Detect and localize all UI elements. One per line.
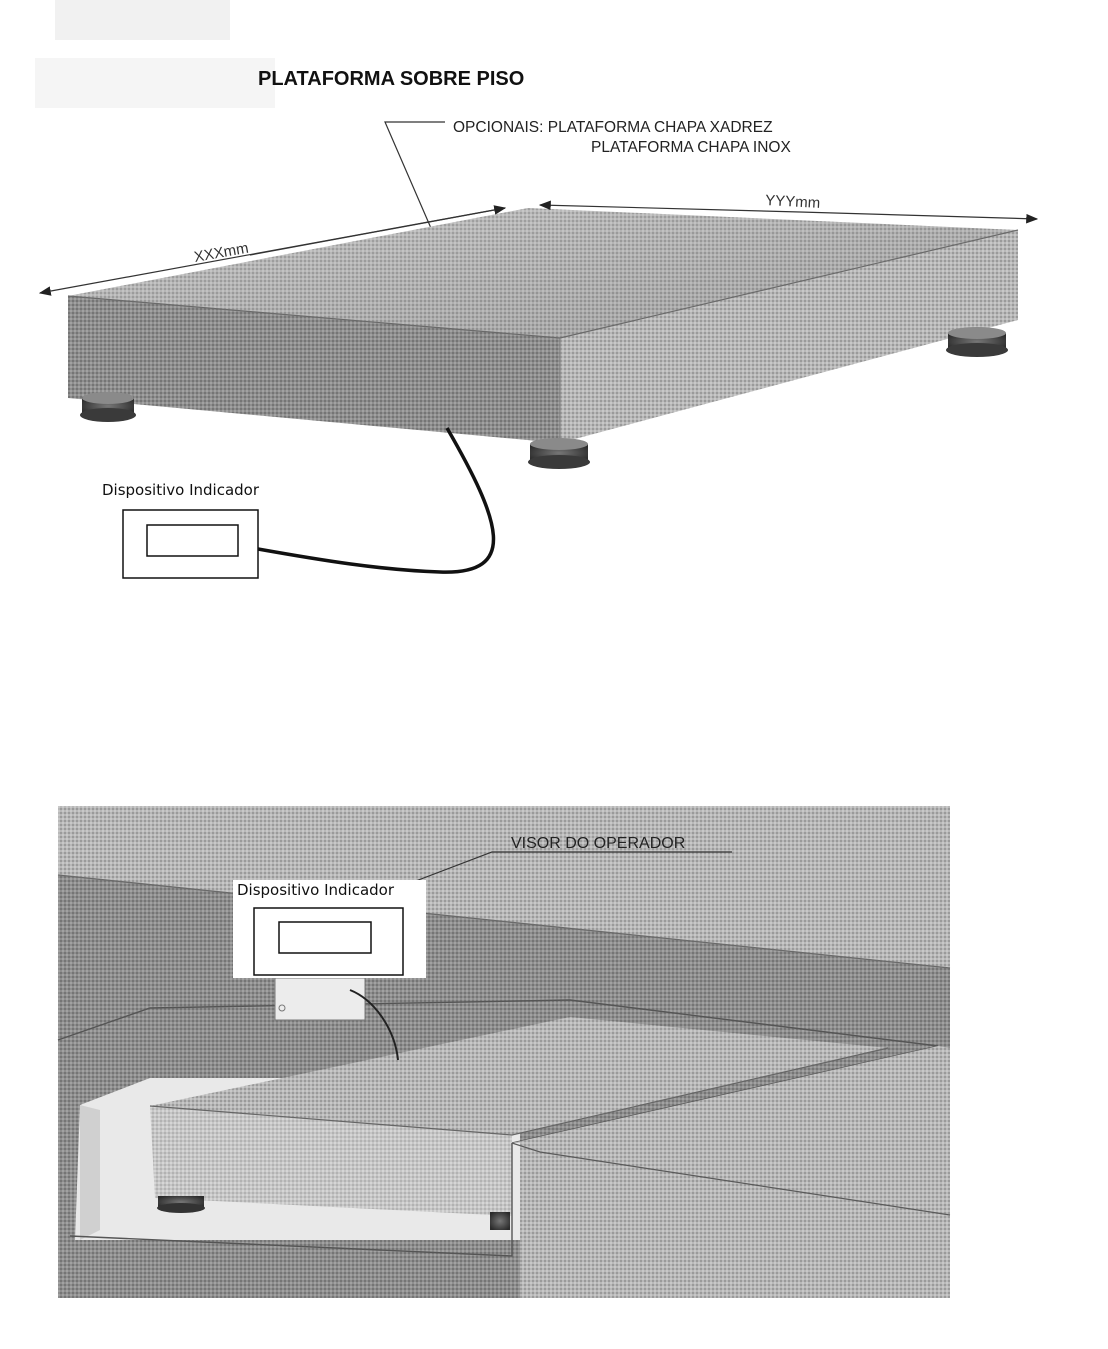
pit-indicator-display xyxy=(278,921,372,954)
indicator-cable xyxy=(257,427,496,574)
indicator-display xyxy=(146,524,239,557)
dimension-y-arrow-start xyxy=(538,200,801,213)
scan-smudge xyxy=(55,0,230,40)
dimension-y-label: YYYmm xyxy=(765,192,821,212)
platform-side-face xyxy=(560,230,1018,443)
indicator-mount-bracket xyxy=(274,977,366,1021)
pit-indicator-device xyxy=(253,907,404,976)
platform-foot-back-right xyxy=(946,327,1008,357)
wall-floor-edge xyxy=(57,874,951,969)
scan-smudge-2 xyxy=(35,58,275,108)
pit-inner-side xyxy=(80,1105,100,1240)
pit-indicator-label: Dispositivo Indicador xyxy=(237,881,395,899)
dimension-x-label: XXXmm xyxy=(193,240,250,266)
indicator-device xyxy=(122,509,259,579)
floor-slab-edge xyxy=(511,1142,951,1216)
platform-foot-front-left xyxy=(80,392,136,422)
platform-top-shade xyxy=(68,208,1018,338)
pit-platform-diagram: VISOR DO OPERADOR Dispositivo Indicador xyxy=(57,806,951,1298)
visor-leader-line xyxy=(399,851,732,888)
visor-label: VISOR DO OPERADOR xyxy=(511,835,685,852)
pit-wall-step xyxy=(69,1143,513,1257)
back-wall xyxy=(58,806,950,968)
pit-foot-left xyxy=(157,1196,205,1213)
dimension-x-arrow-start xyxy=(249,205,507,256)
pit-foot-right xyxy=(490,1212,510,1230)
platform-front-face xyxy=(68,296,560,443)
dimension-y-arrow xyxy=(799,211,1039,224)
platform-foot-front-right xyxy=(528,438,590,469)
floor-platform-diagram: PLATAFORMA SOBRE PISO OPCIONAIS: PLATAFO… xyxy=(35,0,1039,579)
options-label-line1: OPCIONAIS: PLATAFORMA CHAPA XADREZ xyxy=(453,119,773,136)
pit-platform-edges xyxy=(149,1047,889,1136)
pit-indicator-cable xyxy=(349,989,399,1061)
pit-platform-front xyxy=(150,1106,512,1216)
floor-slab xyxy=(512,1046,950,1298)
pit-platform-top xyxy=(150,1017,888,1135)
indicator-label: Dispositivo Indicador xyxy=(102,481,260,499)
diagram-title: PLATAFORMA SOBRE PISO xyxy=(258,68,524,90)
options-label-line2: PLATAFORMA CHAPA INOX xyxy=(591,139,791,156)
